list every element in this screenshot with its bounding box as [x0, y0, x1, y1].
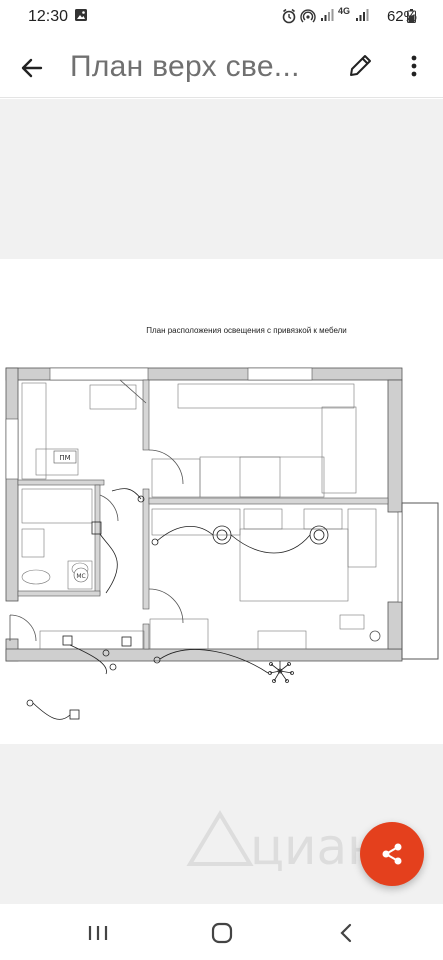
recent-apps-button[interactable] [78, 918, 118, 948]
label-ms: МС [76, 573, 85, 580]
more-vert-icon [411, 55, 417, 77]
hotspot-icon [300, 8, 316, 29]
watermark-logo: циан [186, 810, 380, 876]
plan-caption: План расположения освещения с привязкой … [146, 326, 347, 335]
page-title: План верх све... [70, 50, 300, 83]
back-button[interactable] [14, 50, 50, 86]
pencil-icon [350, 55, 371, 76]
system-back-icon [340, 923, 352, 943]
status-time: 12:30 [28, 8, 69, 25]
system-navigation-bar [0, 904, 443, 960]
system-back-button[interactable] [326, 918, 366, 948]
battery-icon [407, 9, 416, 28]
status-bar: 12:30 4G 62% [0, 0, 443, 36]
floor-plan-drawing: ПМ МС [5, 367, 439, 720]
signal-icon [320, 8, 334, 27]
watermark-text: циан [250, 818, 380, 876]
label-pm: ПМ [59, 454, 70, 462]
chandelier-icon [268, 661, 294, 683]
app-bar: План верх све... [0, 36, 443, 98]
back-arrow-icon [21, 58, 43, 78]
signal-icon-2 [355, 8, 369, 27]
home-button[interactable] [202, 918, 242, 948]
share-icon [382, 843, 402, 865]
recent-apps-icon [88, 926, 108, 940]
home-icon [211, 922, 233, 944]
image-viewer[interactable]: План расположения освещения с привязкой … [0, 99, 443, 904]
alarm-icon [282, 8, 296, 29]
edit-button[interactable] [344, 50, 376, 82]
share-button[interactable] [360, 822, 424, 886]
network-type: 4G [338, 6, 351, 16]
image-notification-icon [74, 8, 88, 27]
more-options-button[interactable] [402, 50, 426, 82]
floor-plan-image: План расположения освещения с привязкой … [0, 259, 443, 744]
